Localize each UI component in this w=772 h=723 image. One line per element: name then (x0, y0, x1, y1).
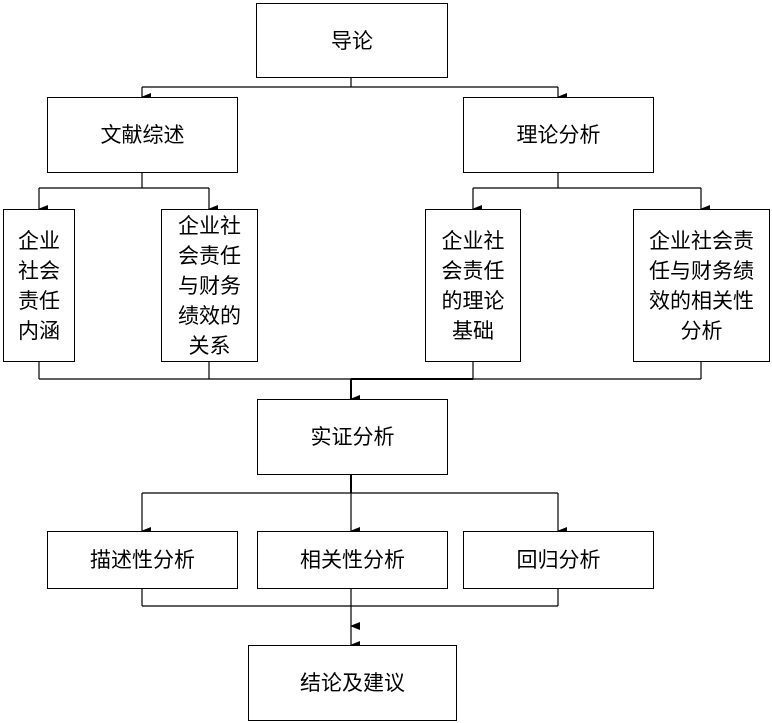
node-csr-financial-relation: 企业社 会责任 与财务 绩效的 关系 (161, 209, 258, 362)
node-conclusion: 结论及建议 (248, 645, 457, 721)
node-csr-connotation: 企业 社会 责任 内涵 (3, 209, 75, 362)
node-intro: 导论 (256, 3, 448, 78)
node-descriptive-analysis: 描述性分析 (47, 531, 238, 589)
node-regression-analysis: 回归分析 (463, 531, 654, 589)
node-csr-financial-correlation: 企业社会责 任与财务绩 效的相关性 分析 (633, 209, 770, 362)
node-theory-analysis: 理论分析 (463, 97, 654, 173)
node-csr-theory-basis: 企业社 会责任 的理论 基础 (425, 209, 521, 362)
node-literature-review: 文献综述 (47, 97, 238, 173)
node-correlation-analysis: 相关性分析 (257, 531, 448, 589)
node-empirical-analysis: 实证分析 (257, 399, 448, 475)
